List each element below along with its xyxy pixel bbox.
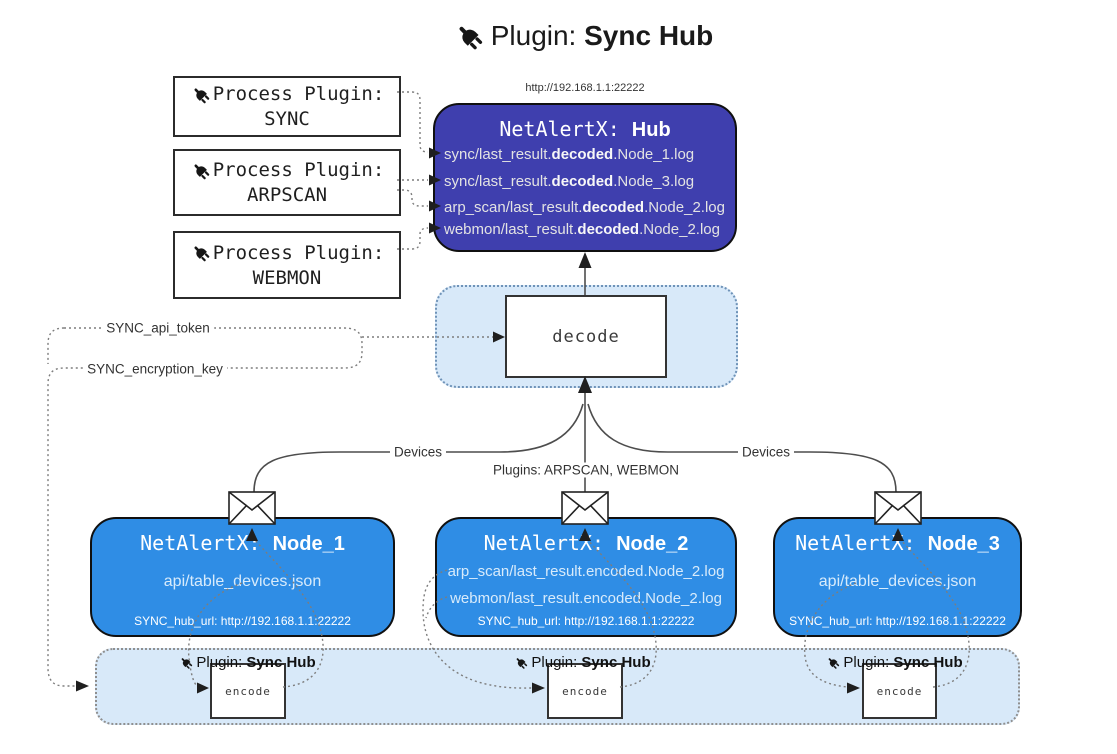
hub-log-line: sync/last_result.decoded.Node_1.log — [444, 146, 695, 163]
process-plugin-arpscan-box: Process Plugin: ARPSCAN — [173, 149, 401, 216]
node-title: NetAlertX: Node_1 — [140, 531, 345, 555]
plug-icon — [190, 242, 211, 263]
node-title: NetAlertX: Node_3 — [795, 531, 1000, 555]
node-file: webmon/last_result.encoded.Node_2.log — [450, 590, 722, 607]
node-file: api/table_devices.json — [163, 573, 322, 590]
edge-sync-to-hub-log1 — [397, 91, 429, 153]
encode-box: encode — [862, 663, 937, 719]
encoder-plugin-label: Plugin: Sync Hub — [178, 654, 316, 671]
process-plugin-label: Process Plugin: — [212, 159, 385, 181]
netalertx-node1-box: NetAlertX: Node_1 api/table_devices.json… — [90, 517, 395, 637]
encode-box: encode — [547, 663, 623, 719]
netalertx-hub-box: NetAlertX: Hub sync/last_result.decoded.… — [433, 103, 737, 252]
arrowhead — [578, 252, 592, 268]
plug-icon — [190, 84, 211, 105]
encoder-plugin-label: Plugin: Sync Hub — [825, 654, 963, 671]
decode-box: decode — [505, 295, 667, 378]
title-text: Plugin: Sync Hub — [490, 20, 714, 51]
node-title: NetAlertX: Node_2 — [483, 531, 689, 555]
process-plugin-label: Process Plugin: — [212, 83, 385, 105]
node-hub-url: SYNC_hub_url: http://192.168.1.1:22222 — [789, 614, 1006, 628]
node-file: arp_scan/last_result.encoded.Node_2.log — [447, 563, 725, 580]
hub-title: NetAlertX: Hub — [499, 117, 671, 141]
edge-label-sync-api-token: SYNC_api_token — [102, 320, 214, 336]
hub-log-line: arp_scan/last_result.decoded.Node_2.log — [444, 199, 725, 216]
netalertx-node3-box: NetAlertX: Node_3 api/table_devices.json… — [773, 517, 1022, 637]
process-plugin-webmon-box: Process Plugin: WEBMON — [173, 231, 401, 299]
plug-icon — [513, 655, 528, 670]
edge-label-devices-left: Devices — [389, 444, 447, 460]
node-file: api/table_devices.json — [818, 573, 977, 590]
process-plugin-label: Process Plugin: — [212, 241, 385, 264]
page-title: Plugin: Sync Hub — [453, 20, 714, 52]
process-plugin-name: WEBMON — [252, 266, 322, 289]
plug-icon — [825, 655, 840, 670]
edge-label-sync-encryption-key: SYNC_encryption_key — [83, 361, 227, 377]
plug-icon — [178, 655, 193, 670]
edge-webmon-to-hub-log4 — [397, 227, 429, 250]
edge-arpscan-to-hub-log3 — [397, 189, 428, 207]
process-plugin-sync-box: Process Plugin: SYNC — [173, 76, 401, 137]
hub-log-line: webmon/last_result.decoded.Node_2.log — [444, 221, 720, 238]
node-hub-url: SYNC_hub_url: http://192.168.1.1:22222 — [134, 614, 351, 628]
netalertx-node2-box: NetAlertX: Node_2 arp_scan/last_result.e… — [435, 517, 737, 637]
hub-url-label: http://192.168.1.1:22222 — [525, 82, 645, 94]
plug-icon — [190, 160, 211, 181]
edge-label-devices-right: Devices — [737, 444, 795, 460]
encoder-plugin-label: Plugin: Sync Hub — [513, 654, 651, 671]
plug-icon — [453, 20, 485, 52]
encode-box: encode — [210, 663, 286, 719]
edge-label-plugins-mid: Plugins: ARPSCAN, WEBMON — [488, 462, 684, 478]
process-plugin-name: ARPSCAN — [246, 184, 328, 206]
arrowhead — [76, 680, 89, 692]
process-plugin-name: SYNC — [264, 108, 310, 130]
node-hub-url: SYNC_hub_url: http://192.168.1.1:22222 — [477, 614, 695, 628]
hub-log-line: sync/last_result.decoded.Node_3.log — [444, 173, 695, 190]
edge-token-left-corner — [47, 327, 65, 364]
